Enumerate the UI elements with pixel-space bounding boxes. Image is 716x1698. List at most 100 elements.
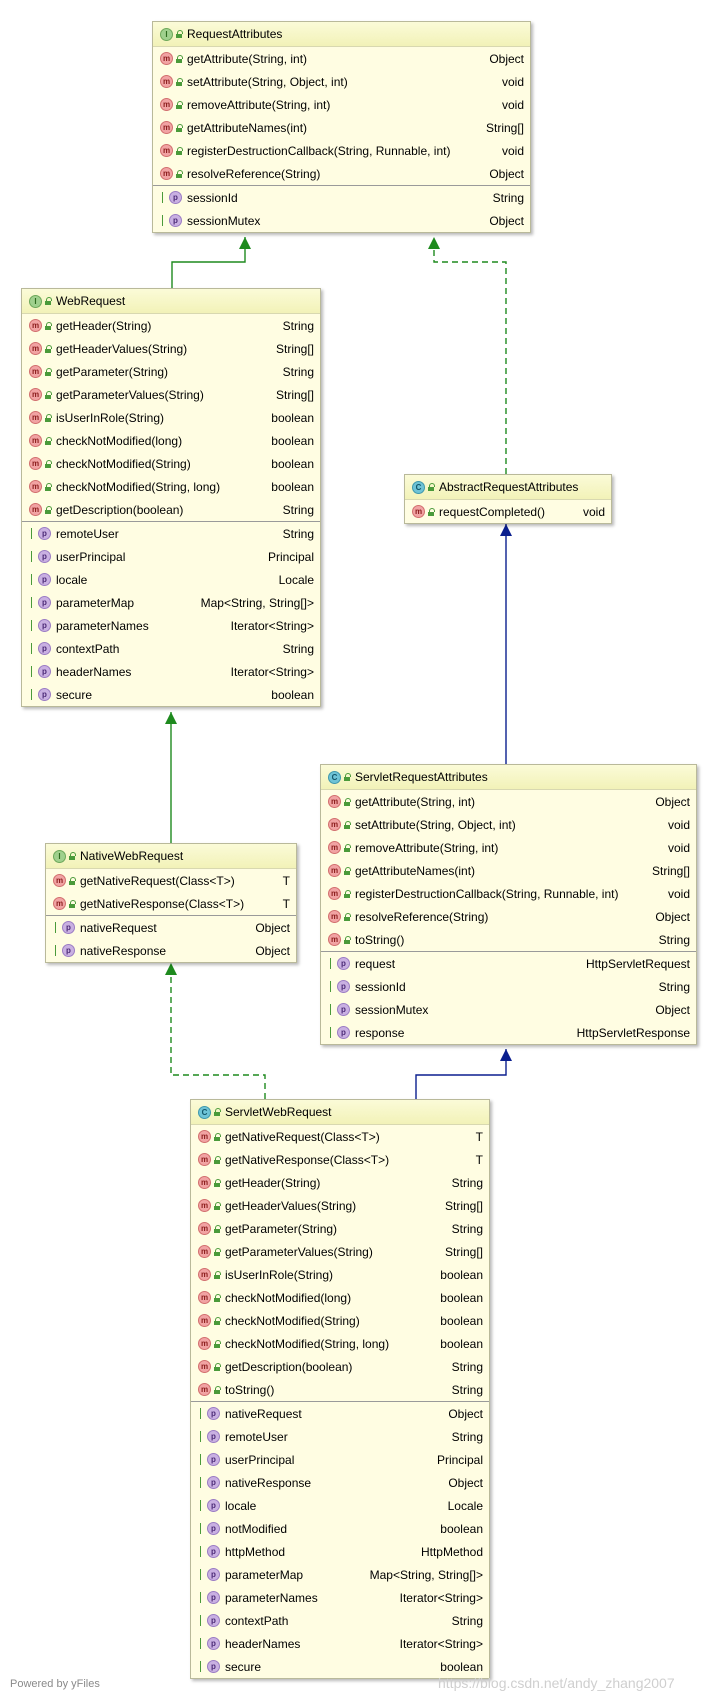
- public-lock-icon: [214, 1316, 221, 1325]
- method-icon: m: [29, 434, 42, 447]
- property-marker-icon: [31, 528, 35, 539]
- property-icon: p: [38, 665, 51, 678]
- method-icon: m: [198, 1314, 211, 1327]
- method-icon: m: [198, 1245, 211, 1258]
- property-marker-icon: [200, 1431, 204, 1442]
- property-type: Iterator<String>: [399, 1636, 483, 1651]
- public-lock-icon: [45, 505, 52, 514]
- return-type: boolean: [271, 479, 314, 494]
- method-icon: m: [29, 342, 42, 355]
- method-icon: m: [29, 365, 42, 378]
- public-lock-icon: [214, 1385, 221, 1394]
- method-name: setAttribute(String, Object, int): [187, 74, 348, 89]
- property-name: headerNames: [225, 1636, 301, 1651]
- return-type: String: [451, 1175, 483, 1190]
- return-type: String: [282, 318, 314, 333]
- property-marker-icon: [330, 981, 334, 992]
- return-type: String[]: [275, 387, 314, 402]
- property-name: nativeRequest: [80, 920, 157, 935]
- property-type: String: [282, 526, 314, 541]
- return-type: void: [582, 504, 605, 519]
- relation-web-request-to-request-attributes: [171, 237, 251, 288]
- footer-watermark: https://blog.csdn.net/andy_zhang2007: [438, 1675, 675, 1691]
- public-lock-icon: [214, 1178, 221, 1187]
- interface-icon: I: [29, 294, 42, 308]
- property-marker-icon: [330, 958, 334, 969]
- method-icon: m: [29, 457, 42, 470]
